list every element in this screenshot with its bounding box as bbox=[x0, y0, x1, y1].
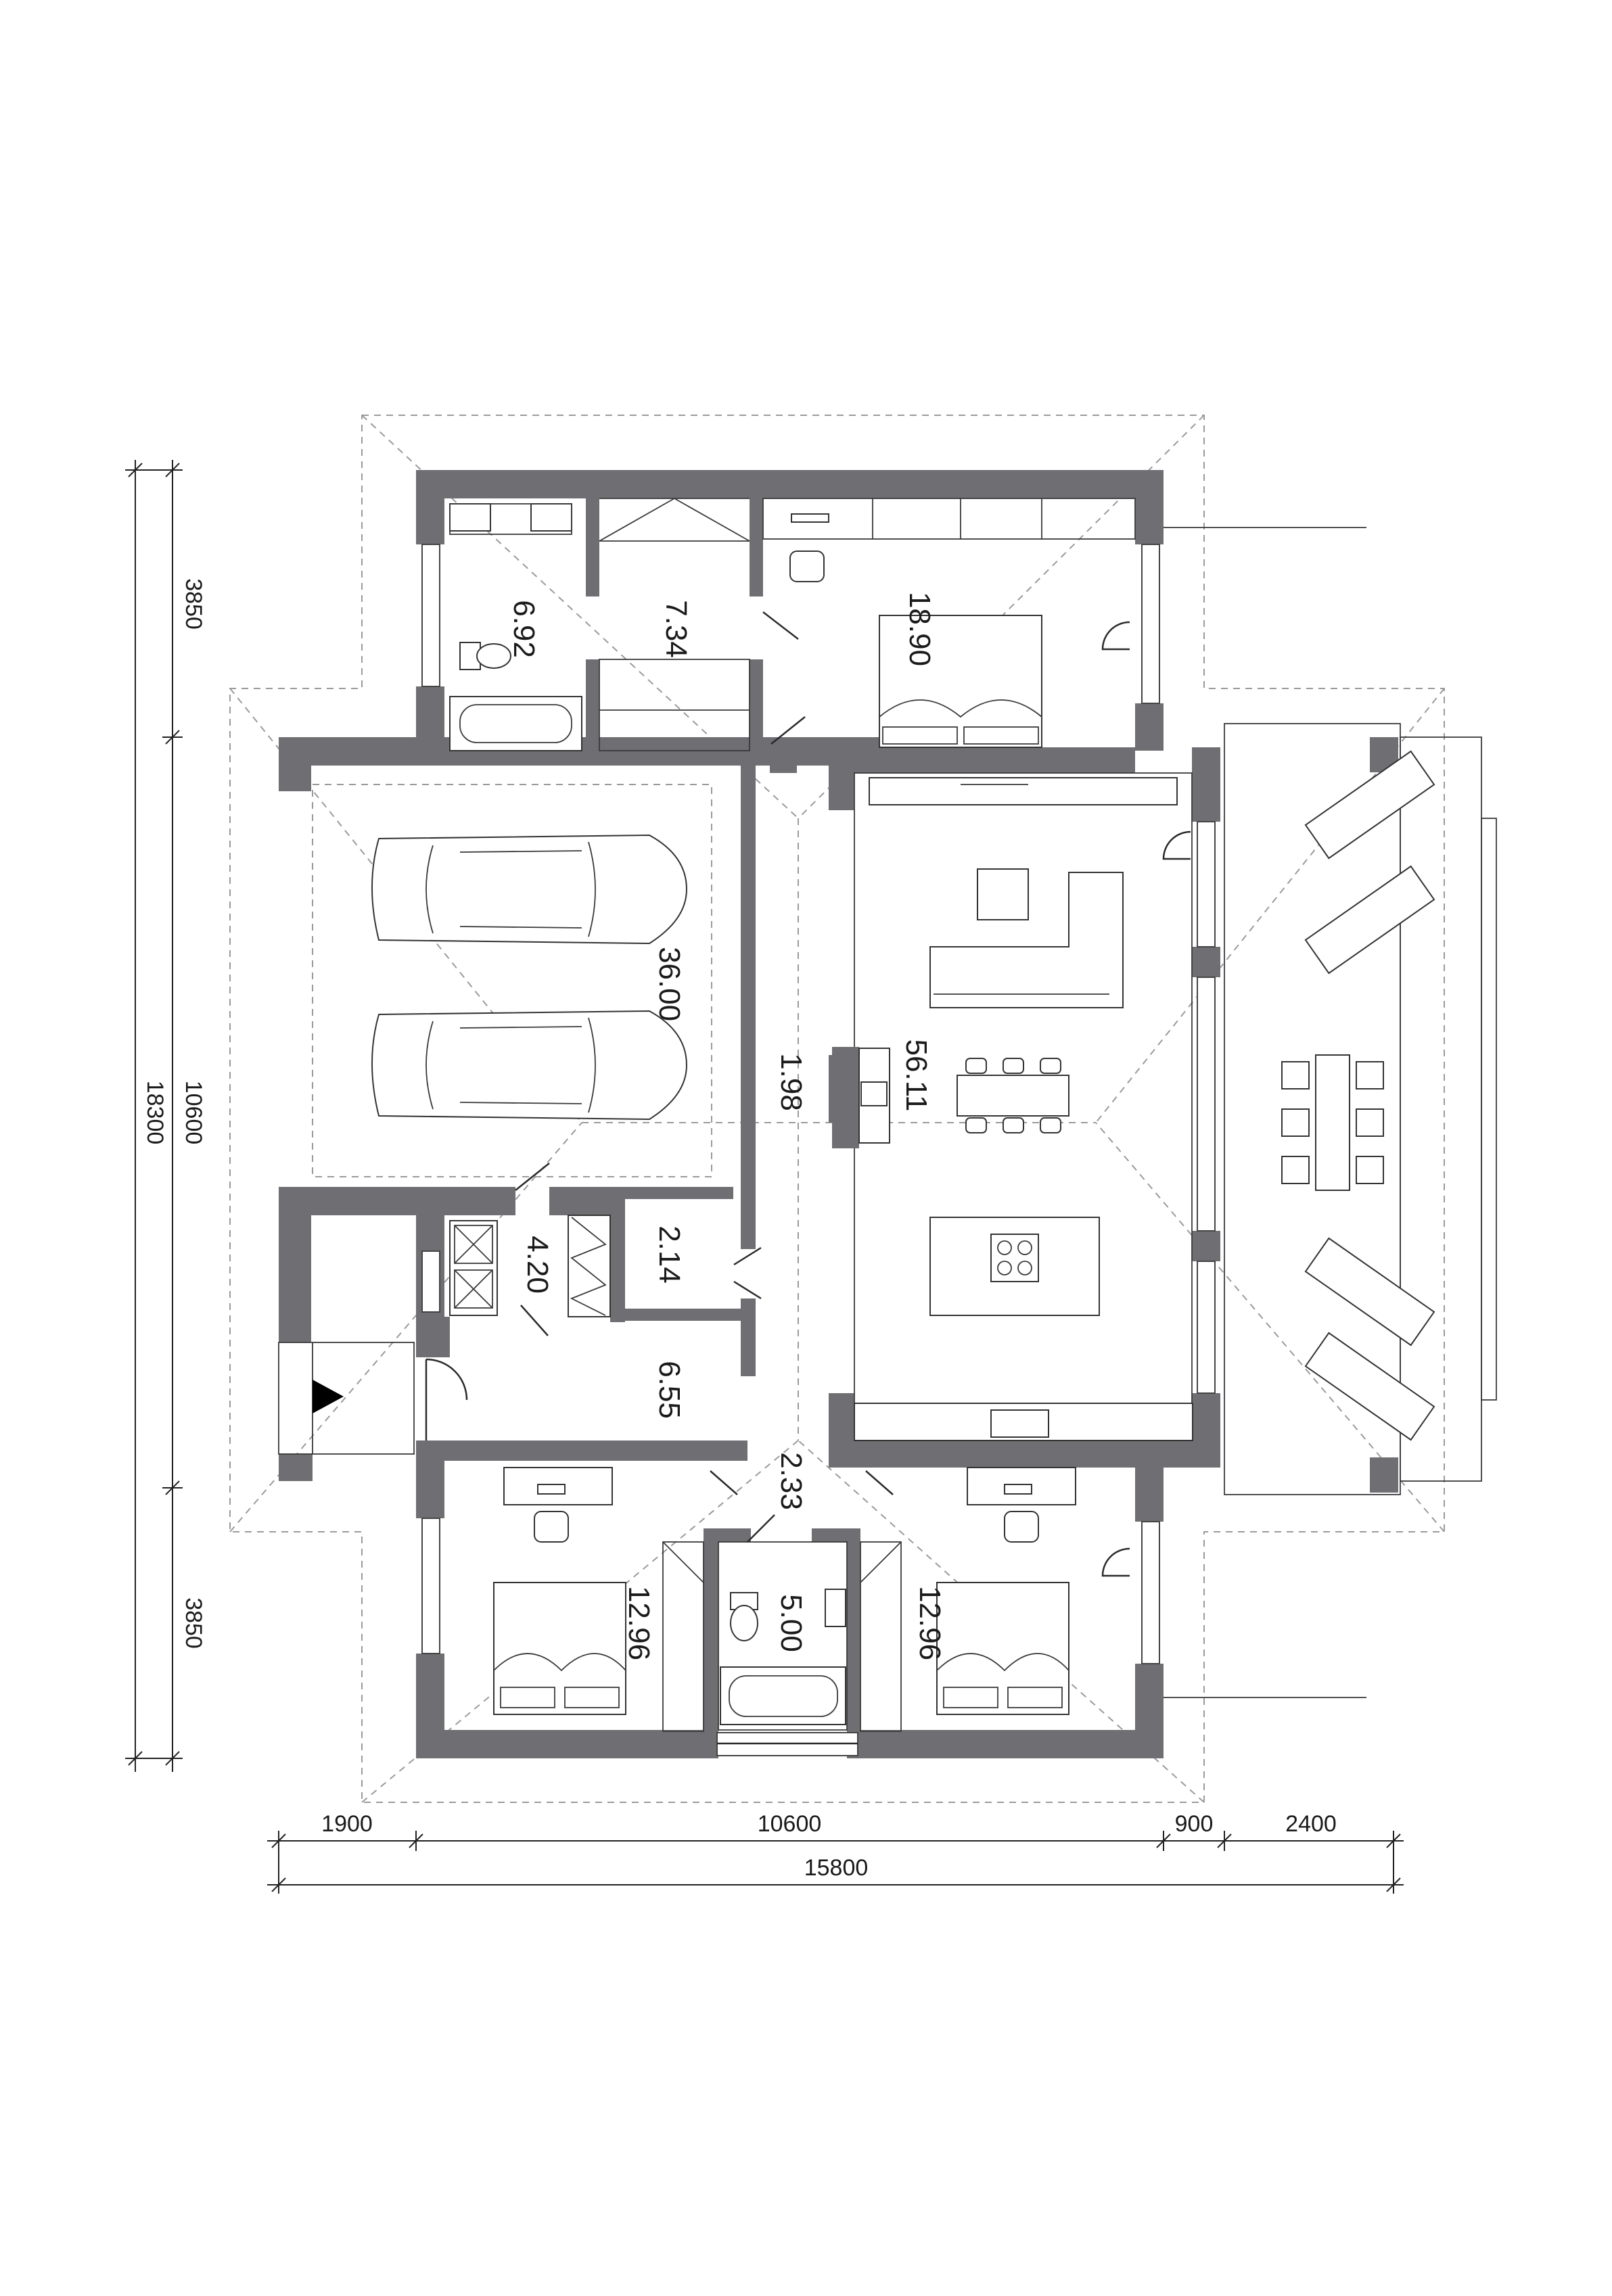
dim-left-bottom: 3850 bbox=[181, 1597, 206, 1649]
terrace bbox=[1150, 527, 1497, 1698]
dim-left-overall: 18300 bbox=[142, 1081, 168, 1145]
garage bbox=[312, 784, 712, 1191]
room-area-bathroom-bottom: 5.00 bbox=[775, 1594, 808, 1652]
entrance-arrow-icon bbox=[313, 1380, 344, 1413]
bathroom-bottom bbox=[718, 1514, 848, 1731]
sun-lounger-icon bbox=[1304, 750, 1435, 1441]
room-area-vestibule: 6.55 bbox=[653, 1361, 686, 1419]
bedroom-bottom-right bbox=[860, 1467, 1130, 1732]
chair-icon bbox=[534, 1511, 569, 1543]
dim-bottom-1: 1900 bbox=[321, 1811, 373, 1837]
room-area-closet: 2.14 bbox=[653, 1225, 686, 1284]
dim-bottom-2: 10600 bbox=[758, 1811, 822, 1837]
walls bbox=[279, 470, 1220, 1758]
bedroom-bottom-left bbox=[493, 1467, 738, 1732]
room-area-hall: 1.98 bbox=[775, 1053, 808, 1111]
terrace-furniture bbox=[1281, 750, 1435, 1441]
living-room bbox=[832, 772, 1193, 1441]
wardrobe-top bbox=[599, 498, 750, 751]
toilet-icon bbox=[459, 642, 511, 670]
room-area-living: 56.11 bbox=[900, 1039, 933, 1112]
room-area-bedroom-bottom-right: 12.96 bbox=[913, 1586, 946, 1660]
room-area-corridor: 2.33 bbox=[775, 1452, 808, 1510]
bathtub-icon bbox=[720, 1666, 846, 1725]
utility bbox=[449, 1215, 762, 1336]
dim-bottom-4: 2400 bbox=[1285, 1811, 1337, 1837]
chair-icon bbox=[789, 550, 825, 582]
bathroom-top bbox=[449, 503, 582, 751]
dim-left-middle: 10600 bbox=[181, 1081, 206, 1145]
entrance bbox=[278, 1342, 468, 1455]
room-area-wardrobe-top: 7.34 bbox=[660, 600, 693, 658]
dim-bottom-3: 900 bbox=[1175, 1811, 1214, 1837]
dim-left-top: 3850 bbox=[181, 578, 206, 630]
sink-icon bbox=[860, 1081, 888, 1106]
chair-icon bbox=[1004, 1511, 1039, 1543]
hob-icon bbox=[990, 1234, 1039, 1282]
bathtub-icon bbox=[449, 696, 582, 751]
dimension-chain-bottom: 1900 10600 900 2400 15800 bbox=[267, 1811, 1404, 1894]
dim-bottom-overall: 15800 bbox=[804, 1855, 869, 1881]
bed-icon bbox=[879, 615, 1042, 748]
windows bbox=[421, 544, 1216, 1756]
dimension-chain-left: 3850 10600 18300 3850 bbox=[125, 460, 206, 1772]
car-icon bbox=[371, 834, 688, 945]
bedroom-top-right bbox=[762, 498, 1136, 748]
bed-icon bbox=[936, 1582, 1069, 1715]
car-icon bbox=[371, 1010, 688, 1121]
room-area-bedroom-top-right: 18.90 bbox=[903, 592, 936, 666]
room-area-utility: 4.20 bbox=[521, 1236, 554, 1294]
room-area-bathroom-top: 6.92 bbox=[507, 600, 540, 658]
room-area-bedroom-bottom-left: 12.96 bbox=[622, 1586, 655, 1660]
toilet-icon bbox=[730, 1592, 758, 1641]
room-area-garage: 36.00 bbox=[653, 947, 686, 1021]
room-labels: 6.92 7.34 18.90 36.00 1.98 56.11 4.20 2.… bbox=[507, 592, 946, 1660]
chair-icon bbox=[965, 1058, 1061, 1133]
bed-icon bbox=[493, 1582, 626, 1715]
